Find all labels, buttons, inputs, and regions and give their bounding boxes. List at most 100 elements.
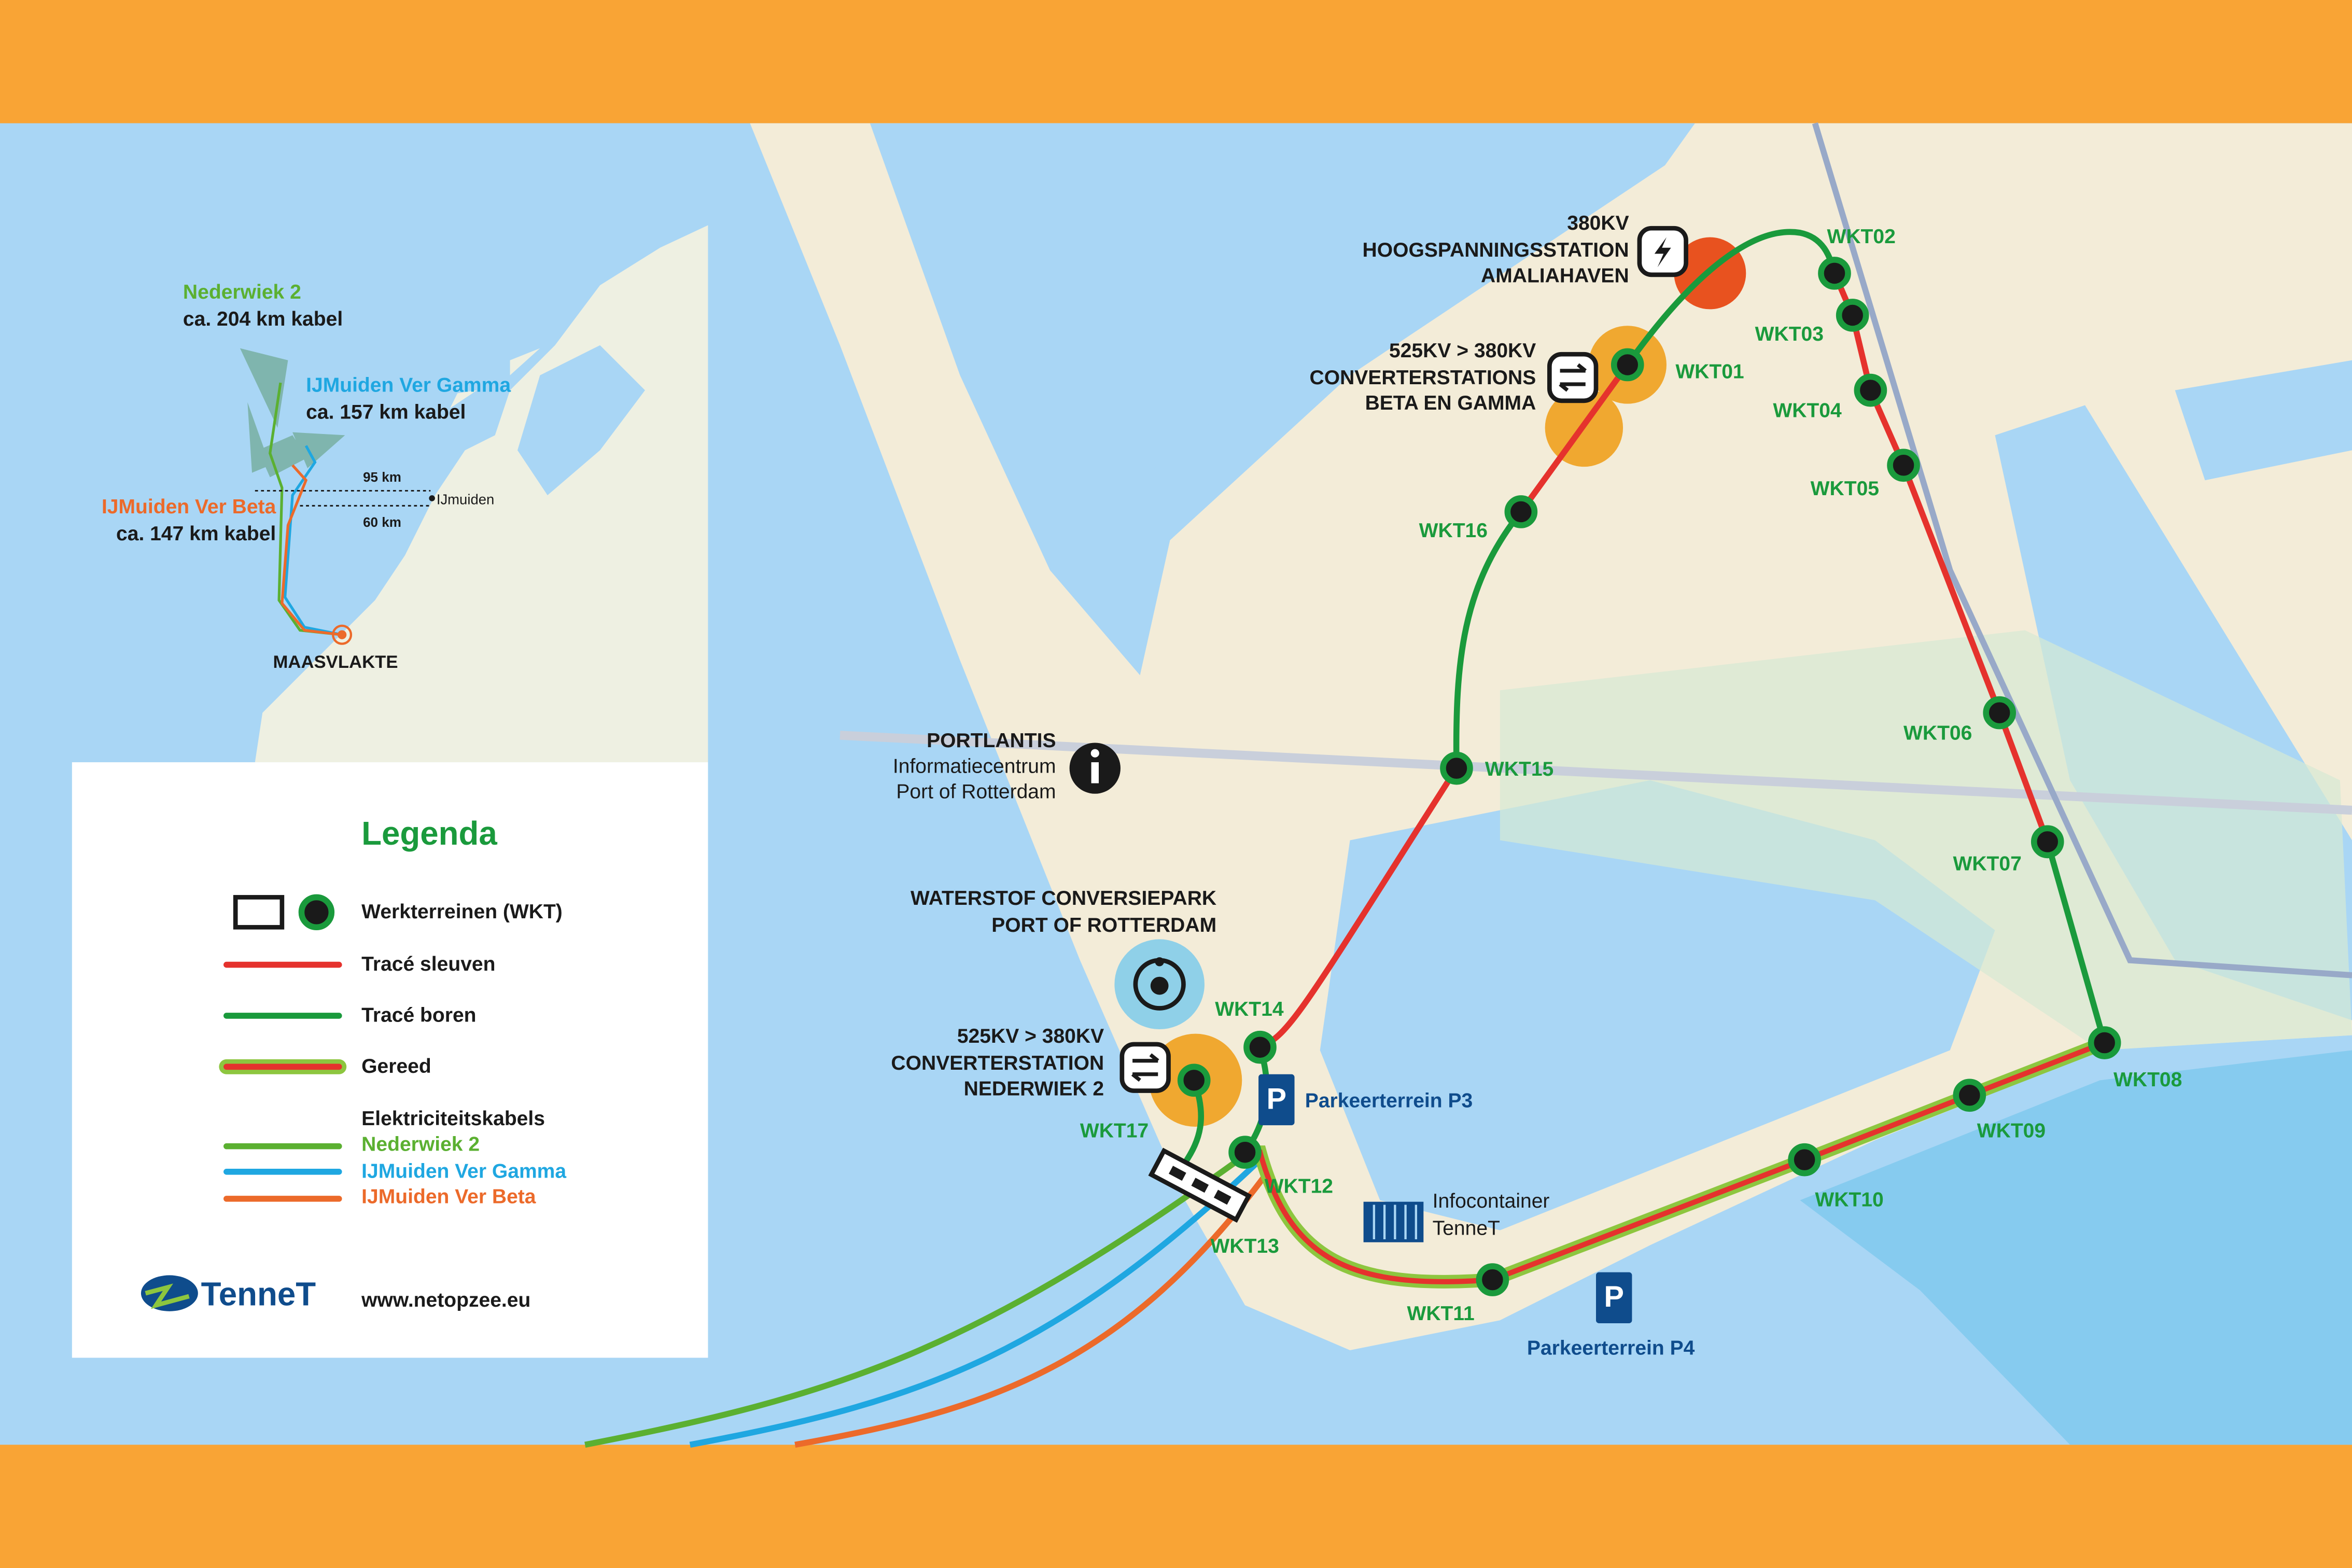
cable-ijmuiden-ver-beta xyxy=(794,1168,1272,1448)
inset-map: Nederwiek 2 ca. 204 km kabel IJMuiden Ve… xyxy=(72,123,708,763)
inset-gamma-name: IJMuiden Ver Gamma xyxy=(306,374,511,397)
wkt10-dot xyxy=(1788,1143,1821,1177)
legend-gamma-label: IJMuiden Ver Gamma xyxy=(361,1160,566,1182)
wkt14-dot xyxy=(1243,1030,1277,1064)
wkt16-label: WKT16 xyxy=(1419,520,1488,542)
wkt17-dot xyxy=(1177,1063,1211,1097)
cable-nederwiek-2 xyxy=(584,1153,1247,1448)
svg-text:TenneT: TenneT xyxy=(1433,1217,1500,1239)
converter-icon xyxy=(1547,352,1599,403)
wkt07-label: WKT07 xyxy=(1953,852,2022,875)
svg-text:NEDERWIEK 2: NEDERWIEK 2 xyxy=(964,1077,1104,1100)
worksite-dots[interactable] xyxy=(1177,257,2121,1296)
info-icon[interactable] xyxy=(1069,743,1121,794)
hoogspanningsstation-label: 380KV HOOGSPANNINGSSTATION AMALIAHAVEN xyxy=(1363,212,1629,287)
wkt01-label: WKT01 xyxy=(1675,360,1744,383)
svg-text:AMALIAHAVEN: AMALIAHAVEN xyxy=(1481,264,1629,287)
svg-text:Infocontainer: Infocontainer xyxy=(1433,1190,1550,1212)
inset-cable-gamma xyxy=(283,445,343,636)
inset-nederwiek-length: ca. 204 km kabel xyxy=(183,308,343,330)
wkt13-label: WKT13 xyxy=(1211,1235,1279,1257)
parking-p3-label: Parkeerterrein P3 xyxy=(1305,1089,1473,1112)
lightning-icon xyxy=(1637,226,1688,277)
distance-lines xyxy=(255,489,431,507)
top-band xyxy=(0,0,2352,123)
website-link[interactable]: www.netopzee.eu xyxy=(361,1289,530,1311)
converter-icon xyxy=(1119,1042,1171,1093)
svg-text:Port of Rotterdam: Port of Rotterdam xyxy=(896,780,1056,803)
converterstations-beta-gamma-label: 525KV > 380KV CONVERTERSTATIONS BETA EN … xyxy=(1310,340,1536,414)
svg-text:525KV > 380KV: 525KV > 380KV xyxy=(957,1025,1104,1047)
wkt09-label: WKT09 xyxy=(1977,1119,2046,1142)
route-gereed xyxy=(1242,1040,2107,1284)
wkt02-label: WKT02 xyxy=(1827,226,1896,248)
worksite-labels: WKT01 WKT02 WKT03 WKT04 WKT05 WKT06 WKT0… xyxy=(1080,226,2182,1325)
legend: Legenda Werkterreinen (WKT) Tracé sleuve… xyxy=(72,762,708,1358)
wkt12-dot xyxy=(1228,1136,1262,1169)
svg-text:525KV > 380KV: 525KV > 380KV xyxy=(1389,340,1536,362)
svg-text:BETA EN GAMMA: BETA EN GAMMA xyxy=(1365,392,1536,414)
inset-gamma-length: ca. 157 km kabel xyxy=(306,401,466,424)
route-boren-wkt15-wkt16 xyxy=(1453,509,1524,772)
maasvlakte-label: MAASVLAKTE xyxy=(273,652,398,672)
wkt15-label: WKT15 xyxy=(1485,758,1553,780)
wkt08-label: WKT08 xyxy=(2113,1069,2182,1091)
distance-north: 95 km xyxy=(363,469,401,485)
wkt12-label: WKT12 xyxy=(1265,1175,1333,1197)
legend-beta-label: IJMuiden Ver Beta xyxy=(361,1186,536,1208)
legend-worksite-dot-icon xyxy=(298,894,335,931)
inset-beta-name: IJMuiden Ver Beta xyxy=(102,496,276,518)
svg-text:PORT OF ROTTERDAM: PORT OF ROTTERDAM xyxy=(991,914,1216,936)
wkt07-dot xyxy=(2031,825,2064,859)
wkt08-dot xyxy=(2088,1026,2121,1059)
electricity-cables xyxy=(584,1153,1272,1448)
wkt04-label: WKT04 xyxy=(1773,400,1842,422)
wkt17-label: WKT17 xyxy=(1080,1119,1149,1142)
parking-p4-label: Parkeerterrein P4 xyxy=(1527,1337,1695,1360)
ijmuiden-label: IJmuiden xyxy=(437,491,494,507)
svg-text:CONVERTERSTATIONS: CONVERTERSTATIONS xyxy=(1310,367,1536,389)
svg-text:HOOGSPANNINGSSTATION: HOOGSPANNINGSSTATION xyxy=(1363,239,1629,261)
cable-ijmuiden-ver-gamma xyxy=(689,1160,1259,1448)
svg-text:PORTLANTIS: PORTLANTIS xyxy=(927,730,1056,752)
parking-p3-icon: P xyxy=(1258,1074,1295,1126)
portlantis-label: PORTLANTIS Informatiecentrum Port of Rot… xyxy=(893,730,1056,803)
legend-boren-label: Tracé boren xyxy=(361,1004,476,1027)
legend-cables-heading: Elektriciteitskabels xyxy=(361,1108,545,1130)
legend-nederwiek-label: Nederwiek 2 xyxy=(361,1133,480,1155)
legend-worksites-label: Werkterreinen (WKT) xyxy=(361,901,563,923)
distance-south: 60 km xyxy=(363,514,401,530)
tennet-logo: TenneT xyxy=(141,1275,316,1312)
wkt14-label: WKT14 xyxy=(1215,998,1284,1020)
svg-text:P: P xyxy=(1267,1082,1287,1115)
inset-cable-beta xyxy=(281,464,342,636)
wkt04-dot xyxy=(1854,373,1887,407)
legend-worksite-square-icon xyxy=(233,895,285,930)
legend-title: Legenda xyxy=(361,815,497,852)
svg-text:380KV: 380KV xyxy=(1567,212,1629,234)
hydrogen-icon xyxy=(1133,957,1186,1011)
container-icon xyxy=(1363,1201,1424,1242)
inset-beta-length: ca. 147 km kabel xyxy=(116,523,276,545)
wkt10-label: WKT10 xyxy=(1815,1188,1883,1211)
wkt03-label: WKT03 xyxy=(1755,323,1824,345)
wkt11-label: WKT11 xyxy=(1407,1303,1475,1325)
legend-gereed-label: Gereed xyxy=(361,1055,431,1077)
wkt05-label: WKT05 xyxy=(1811,478,1879,500)
wkt15-dot xyxy=(1440,751,1473,785)
svg-text:P: P xyxy=(1604,1280,1624,1313)
route-sleuven-wkt16-wkt01 xyxy=(1518,361,1631,515)
wkt02-dot xyxy=(1818,257,1851,290)
infocontainer-label: Infocontainer TenneT xyxy=(1433,1190,1550,1239)
route-boren-wkt01-wkt02 xyxy=(1624,229,1838,368)
wkt06-label: WKT06 xyxy=(1903,722,1972,745)
parking-p4-icon: P xyxy=(1596,1272,1632,1323)
maasvlakte-marker xyxy=(332,624,353,645)
wkt06-dot xyxy=(1983,696,2016,730)
inset-nederwiek-name: Nederwiek 2 xyxy=(183,281,301,303)
svg-text:TenneT: TenneT xyxy=(201,1276,316,1312)
wkt09-dot xyxy=(1953,1079,1986,1112)
svg-text:WATERSTOF CONVERSIEPARK: WATERSTOF CONVERSIEPARK xyxy=(911,887,1216,909)
converterstation-nederwiek-label: 525KV > 380KV CONVERTERSTATION NEDERWIEK… xyxy=(891,1025,1104,1100)
